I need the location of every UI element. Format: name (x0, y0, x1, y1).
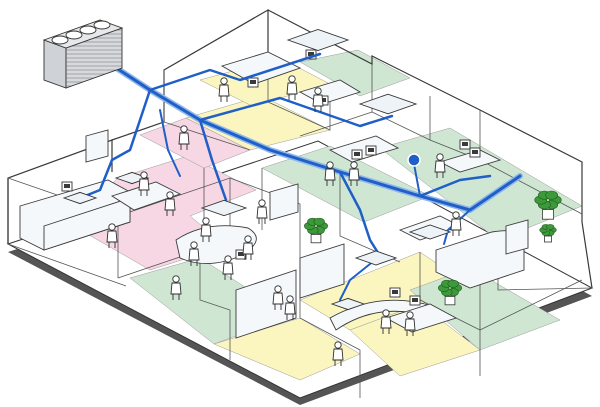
outdoor-unit (42, 19, 124, 89)
right-desk (438, 149, 502, 173)
person-22-icon (404, 311, 416, 336)
indoor-unit-3-icon (200, 199, 248, 217)
person-11-icon (286, 75, 298, 100)
plant-4-icon (539, 224, 557, 243)
branch-center (198, 118, 228, 202)
indoor-unit-5-icon (408, 224, 452, 240)
person-10-icon (218, 77, 230, 102)
person-8-icon (256, 199, 268, 224)
person-4-icon (200, 217, 212, 242)
person-6-icon (222, 255, 234, 280)
person-18-icon (284, 295, 296, 320)
perimeter-walls (7, 8, 593, 289)
branch-bottom (339, 255, 381, 301)
filing-cabinets-center (299, 243, 345, 299)
fan-3-icon (79, 25, 97, 35)
person-9-icon (178, 125, 190, 150)
outdoor-unit-fans (51, 20, 111, 45)
branch-top (148, 52, 322, 92)
computer-screen-9 (354, 152, 360, 156)
branch-lower (338, 170, 382, 258)
ceiling-sensor-icon (407, 153, 421, 167)
computer-screen-1 (64, 184, 70, 188)
indoor-unit-2-icon (358, 93, 418, 115)
plants (304, 190, 562, 306)
indoor-unit-1-icon (286, 29, 350, 51)
bottom-right-desk (384, 303, 458, 333)
indoor-unit-6-icon (354, 250, 398, 266)
fan-1-icon (51, 35, 69, 45)
person-15-icon (434, 153, 446, 178)
person-16-icon (450, 211, 462, 236)
people (106, 75, 462, 366)
computer-screen-5 (392, 290, 398, 294)
person-7-icon (242, 235, 254, 260)
fan-2-icon (65, 30, 83, 40)
computer-screen-6 (412, 298, 418, 302)
person-3-icon (106, 223, 118, 248)
furniture (19, 51, 529, 339)
branch-left (78, 88, 152, 200)
computer-screen-11 (238, 252, 244, 256)
person-5-icon (188, 241, 200, 266)
computer-screen-2 (250, 80, 256, 84)
person-14-icon (348, 161, 360, 186)
whiteboard (269, 183, 299, 221)
reception-counter-left-front (43, 197, 131, 251)
main-pipe (96, 54, 522, 212)
indoor-unit-8-icon (62, 191, 98, 205)
person-12-icon (312, 87, 324, 112)
computers (61, 49, 481, 306)
plant-2-icon (534, 190, 562, 220)
person-20-icon (332, 341, 344, 366)
person-21-icon (380, 309, 392, 334)
indoor-unit-7-icon (330, 297, 366, 311)
refrigerant-piping (78, 52, 523, 301)
branch-top-right (198, 96, 394, 128)
person-13-icon (324, 161, 336, 186)
plant-3-icon (438, 279, 462, 306)
fan-4-icon (93, 20, 111, 30)
person-1-icon (138, 171, 150, 196)
person-17-icon (272, 285, 284, 310)
indoor-units (62, 29, 452, 311)
computer-screen-7 (462, 142, 468, 146)
computer-screen-10 (368, 148, 374, 152)
wall-picture (85, 129, 109, 163)
person-19-icon (170, 275, 182, 300)
computer-screen-8 (472, 150, 478, 154)
branch-right (418, 174, 492, 198)
branch-center-left (159, 109, 181, 177)
workstation-table (328, 135, 400, 163)
plant-1-icon (304, 217, 328, 244)
computer-screen-4 (320, 98, 326, 102)
side-cabinet-right (505, 219, 529, 255)
person-2-icon (164, 191, 176, 216)
branch-right-upper (413, 163, 421, 197)
branch-bottom-right (443, 209, 471, 245)
computer-screen-3 (308, 52, 314, 56)
